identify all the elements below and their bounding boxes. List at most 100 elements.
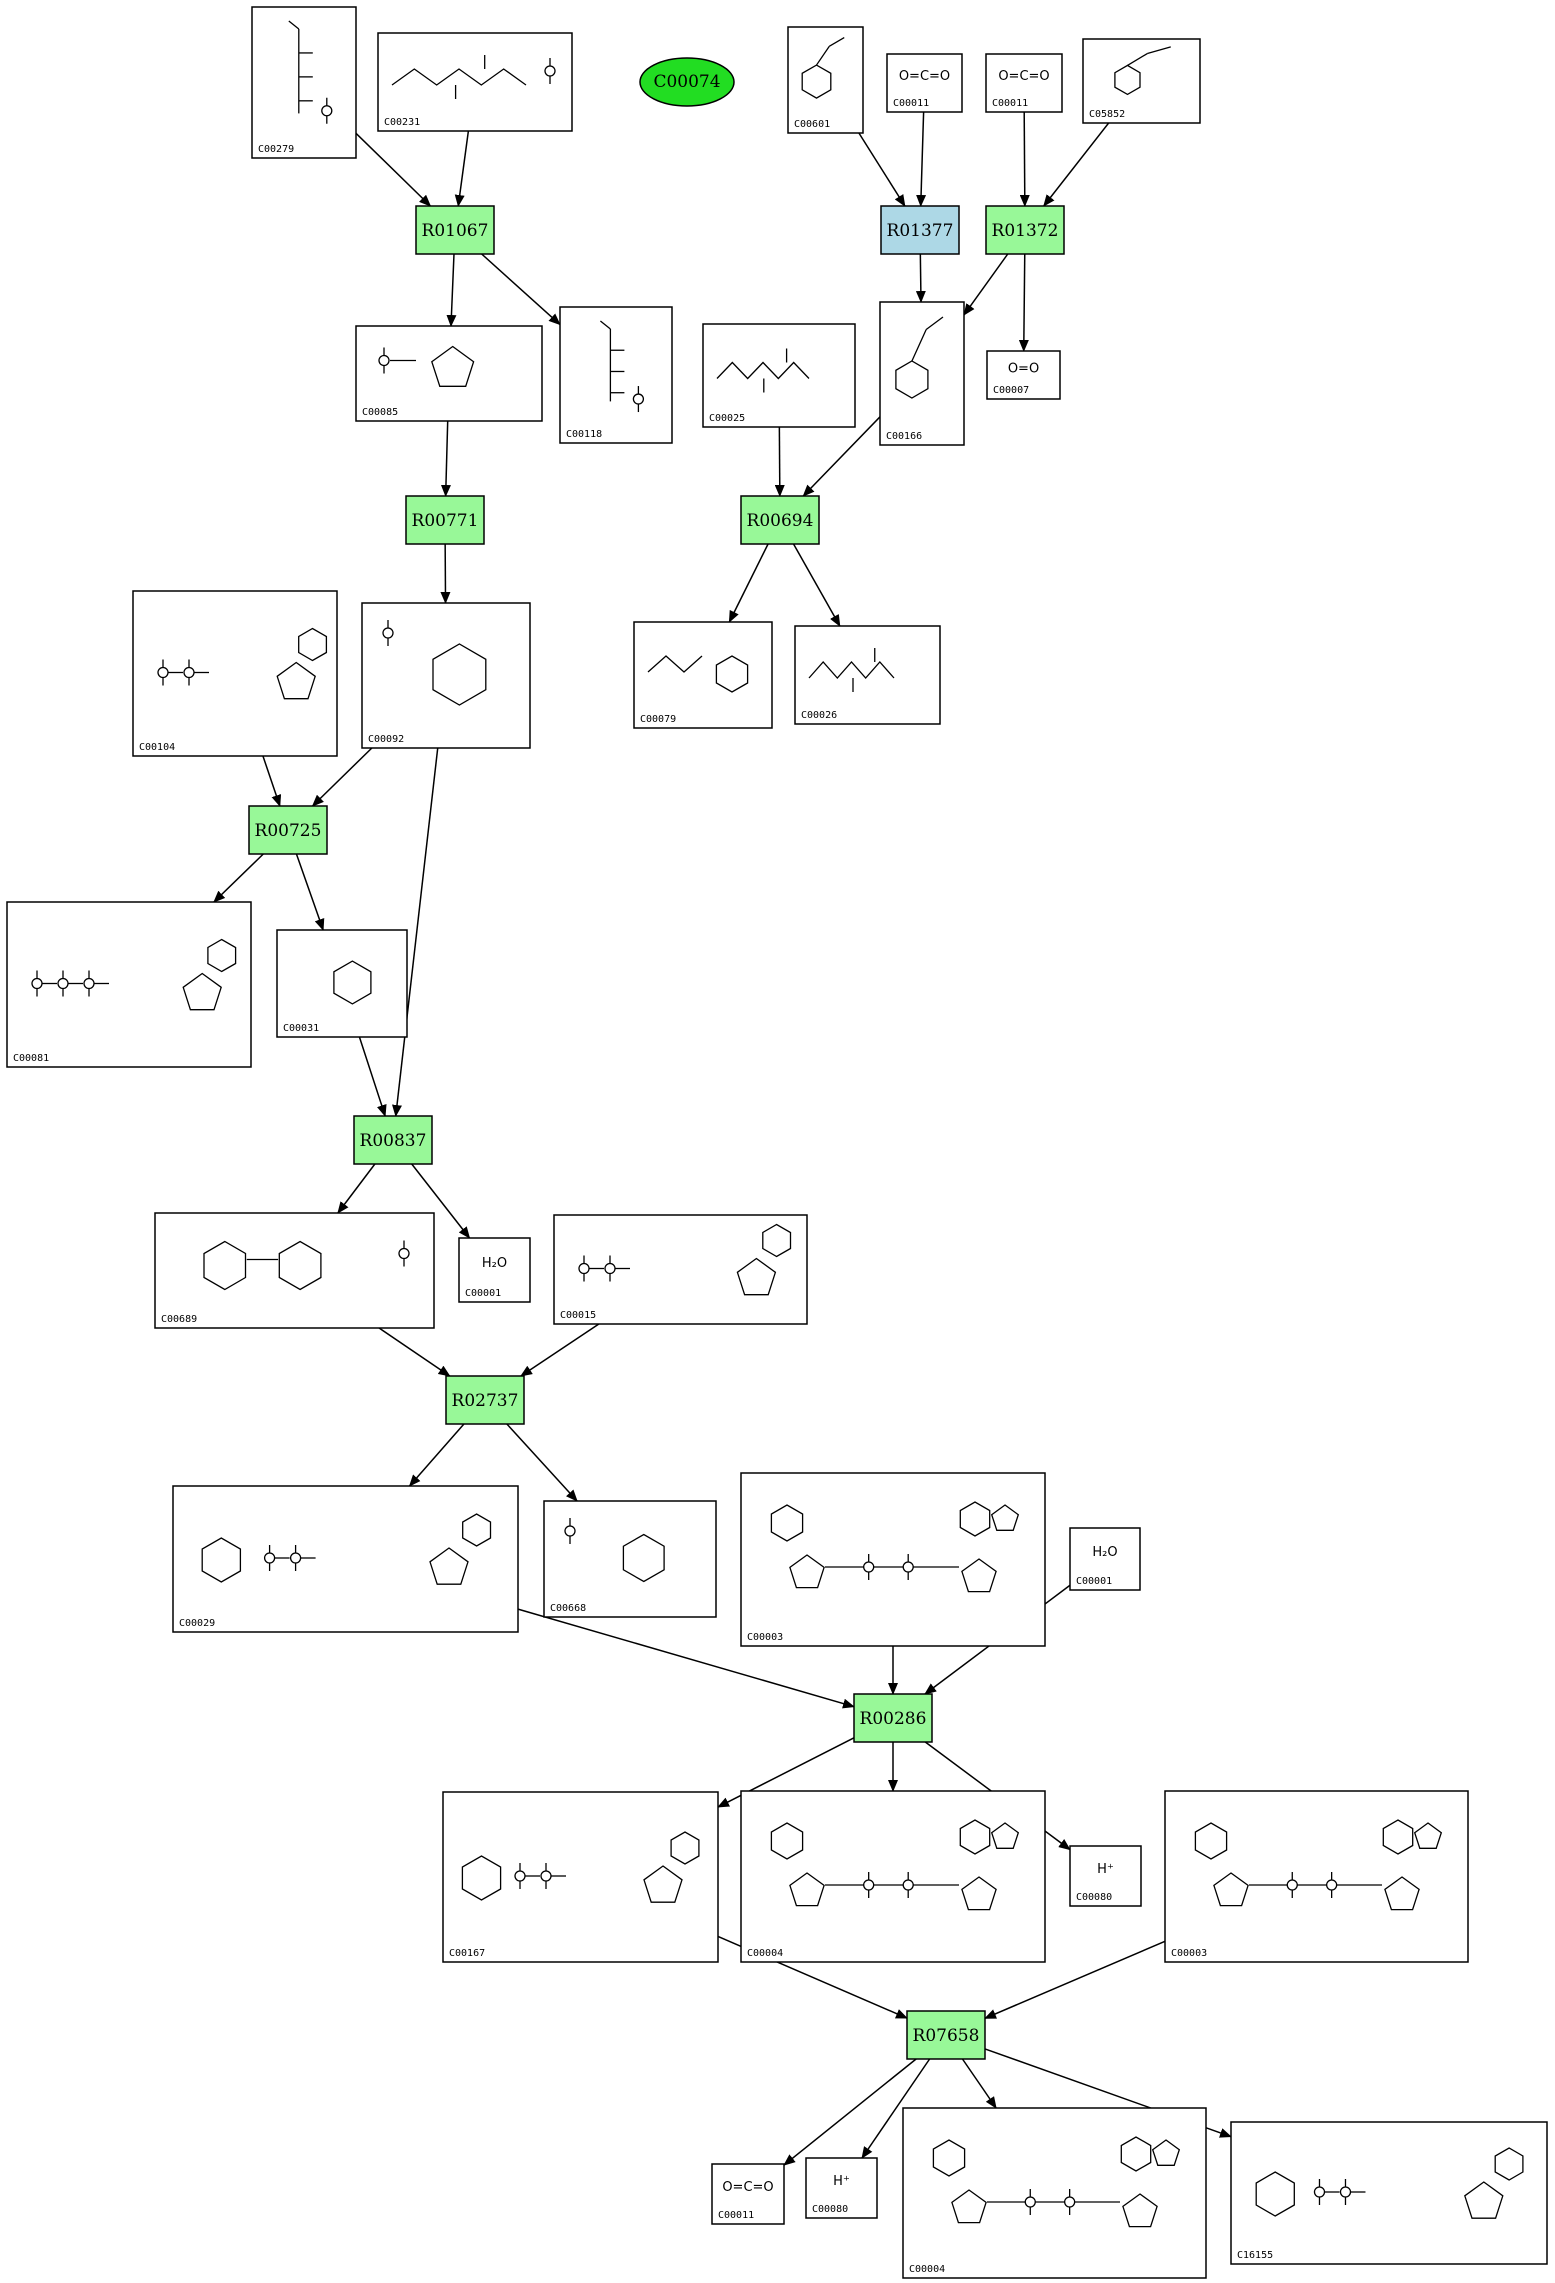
reaction-box[interactable] — [415, 205, 495, 255]
compound-box[interactable] — [442, 1791, 719, 1963]
compound-id-label: C00004 — [747, 1948, 783, 1959]
compound-c00167[interactable]: C00167 — [442, 1791, 719, 1963]
compound-c00092[interactable]: C00092 — [361, 602, 531, 749]
reaction-box[interactable] — [445, 1375, 525, 1425]
compound-c00025[interactable]: C00025 — [702, 323, 856, 428]
compound-c00031[interactable]: C00031 — [276, 929, 408, 1038]
edge-R00694-to-c00079 — [728, 543, 769, 623]
compound-box[interactable] — [702, 323, 856, 428]
compound-box[interactable] — [553, 1214, 808, 1325]
compound-c00015[interactable]: C00015 — [553, 1214, 808, 1325]
reaction-box[interactable] — [906, 2010, 986, 2060]
compound-c00231[interactable]: C00231 — [377, 32, 573, 132]
compound-formula: O=C=O — [998, 69, 1049, 84]
compound-formula: H₂O — [482, 1256, 507, 1271]
compound-box[interactable] — [711, 2163, 785, 2225]
compound-box[interactable] — [1164, 1790, 1469, 1963]
reaction-box[interactable] — [405, 495, 485, 545]
compound-c00080b[interactable]: H⁺C00080 — [805, 2157, 878, 2219]
compound-c00004a[interactable]: C00004 — [740, 1790, 1046, 1963]
reaction-r00771[interactable]: R00771 — [405, 495, 485, 545]
compound-id-label: C00231 — [384, 117, 420, 128]
compound-box[interactable] — [251, 6, 357, 159]
compound-c05852[interactable]: C05852 — [1082, 38, 1201, 124]
compound-c00029[interactable]: C00029 — [172, 1485, 519, 1633]
compound-box[interactable] — [886, 53, 963, 113]
compound-c00001a[interactable]: H₂O C00001 — [458, 1237, 531, 1303]
highlight-compound-node[interactable]: C00074 — [639, 57, 735, 107]
compound-c00166[interactable]: C00166 — [879, 301, 965, 446]
reaction-r07658[interactable]: R07658 — [906, 2010, 986, 2060]
compound-c00081[interactable]: C00081 — [6, 901, 252, 1068]
compound-c00003a[interactable]: C00003 — [740, 1472, 1046, 1647]
edge-c00011a-to-R01377 — [916, 111, 927, 207]
compound-id-label: C00003 — [747, 1632, 783, 1643]
compound-c00601[interactable]: C00601 — [787, 26, 864, 134]
reaction-r01372[interactable]: R01372 — [985, 205, 1065, 255]
compound-box[interactable] — [740, 1790, 1046, 1963]
compound-box[interactable] — [1069, 1527, 1141, 1591]
reaction-box[interactable] — [880, 205, 960, 255]
compound-box[interactable] — [6, 901, 252, 1068]
compound-box[interactable] — [985, 53, 1063, 113]
compound-box[interactable] — [1082, 38, 1201, 124]
compound-box[interactable] — [458, 1237, 531, 1303]
compound-box[interactable] — [355, 325, 543, 422]
compound-c00118[interactable]: C00118 — [559, 306, 673, 444]
compound-box[interactable] — [805, 2157, 878, 2219]
compound-box[interactable] — [986, 350, 1061, 400]
edge-R01067-to-c00118 — [481, 253, 561, 326]
compound-c00026[interactable]: C00026 — [794, 625, 941, 725]
compound-box[interactable] — [377, 32, 573, 132]
edge-c00104-to-R00725 — [262, 755, 282, 807]
compound-id-label: C00015 — [560, 1310, 596, 1321]
compound-box[interactable] — [559, 306, 673, 444]
reaction-box[interactable] — [740, 495, 820, 545]
compound-c00689[interactable]: C00689 — [154, 1212, 435, 1329]
reaction-r01067[interactable]: R01067 — [415, 205, 495, 255]
compound-c00279[interactable]: C00279 — [251, 6, 357, 159]
compound-box[interactable] — [154, 1212, 435, 1329]
compound-c00104[interactable]: C00104 — [132, 590, 338, 757]
compound-box[interactable] — [172, 1485, 519, 1633]
compound-box[interactable] — [1069, 1845, 1142, 1907]
compound-box[interactable] — [633, 621, 773, 729]
reaction-r00286[interactable]: R00286 — [853, 1693, 933, 1743]
compound-box[interactable] — [787, 26, 864, 134]
highlight-compound-ellipse[interactable] — [639, 57, 735, 107]
compound-id-label: C00001 — [465, 1288, 501, 1299]
edge-c00085-to-R00771 — [440, 420, 451, 497]
compound-c00668[interactable]: C00668 — [543, 1500, 717, 1618]
compound-box[interactable] — [361, 602, 531, 749]
reaction-box[interactable] — [985, 205, 1065, 255]
reaction-box[interactable] — [853, 1693, 933, 1743]
compound-c00004b[interactable]: C00004 — [902, 2107, 1207, 2279]
compound-box[interactable] — [276, 929, 408, 1038]
reaction-r00837[interactable]: R00837 — [353, 1115, 433, 1165]
reaction-r01377[interactable]: R01377 — [880, 205, 960, 255]
reaction-r00725[interactable]: R00725 — [248, 805, 328, 855]
compound-c00079[interactable]: C00079 — [633, 621, 773, 729]
compound-box[interactable] — [543, 1500, 717, 1618]
compound-box[interactable] — [740, 1472, 1046, 1647]
reaction-r02737[interactable]: R02737 — [445, 1375, 525, 1425]
reaction-label: R07658 — [913, 2026, 980, 2046]
compound-c00080a[interactable]: H⁺C00080 — [1069, 1845, 1142, 1907]
compound-box[interactable] — [1230, 2121, 1548, 2265]
compound-c16155[interactable]: C16155 — [1230, 2121, 1548, 2265]
compound-box[interactable] — [879, 301, 965, 446]
compound-box[interactable] — [132, 590, 338, 757]
edge-c00231-to-R01067 — [454, 130, 470, 207]
compound-id-label: C00080 — [812, 2204, 848, 2215]
reaction-r00694[interactable]: R00694 — [740, 495, 820, 545]
reaction-box[interactable] — [353, 1115, 433, 1165]
compound-box[interactable] — [902, 2107, 1207, 2279]
compound-c00085[interactable]: C00085 — [355, 325, 543, 422]
reaction-box[interactable] — [248, 805, 328, 855]
compound-c00003b[interactable]: C00003 — [1164, 1790, 1469, 1963]
